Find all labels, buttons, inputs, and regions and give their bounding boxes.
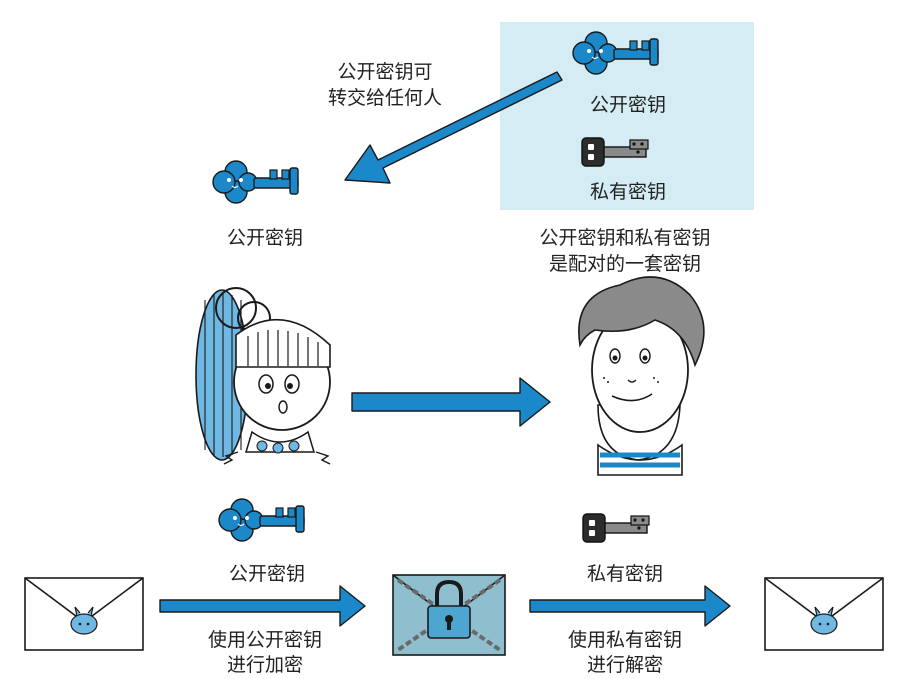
left-public-key-icon — [212, 160, 299, 204]
locked-envelope-icon — [392, 574, 506, 656]
decrypted-envelope-icon — [764, 577, 884, 651]
box-public-key-icon — [572, 31, 659, 75]
decrypt-arrow — [529, 585, 731, 627]
public-key-shared-caption-line1: 公开密钥可 — [337, 61, 433, 83]
public-key-shared-caption-line2: 转交给任何人 — [327, 87, 442, 109]
decrypt-caption-line1: 使用私有密钥 — [567, 629, 682, 651]
sender-girl-icon — [195, 287, 331, 465]
key-pair-caption-line2: 是配对的一套密钥 — [548, 253, 701, 275]
bottom-public-key-label: 公开密钥 — [228, 563, 305, 585]
box-public-key-label: 公开密钥 — [589, 94, 666, 116]
plain-envelope-icon — [24, 577, 144, 651]
bottom-public-key-icon — [218, 498, 305, 542]
bottom-private-key-label: 私有密钥 — [586, 563, 663, 585]
box-private-key-label: 私有密钥 — [589, 181, 666, 203]
decrypt-caption-line2: 进行解密 — [586, 654, 663, 676]
bottom-private-key-icon — [582, 513, 650, 543]
send-arrow — [351, 377, 551, 427]
receiver-boy-icon — [578, 276, 705, 476]
key-pair-caption-line1: 公开密钥和私有密钥 — [539, 227, 711, 249]
share-arrow — [344, 71, 563, 184]
encrypt-caption-line2: 进行加密 — [226, 654, 303, 676]
box-private-key-icon — [581, 137, 649, 167]
left-public-key-label: 公开密钥 — [226, 227, 303, 249]
encrypt-caption-line1: 使用公开密钥 — [207, 629, 322, 651]
encrypt-arrow — [159, 585, 366, 627]
